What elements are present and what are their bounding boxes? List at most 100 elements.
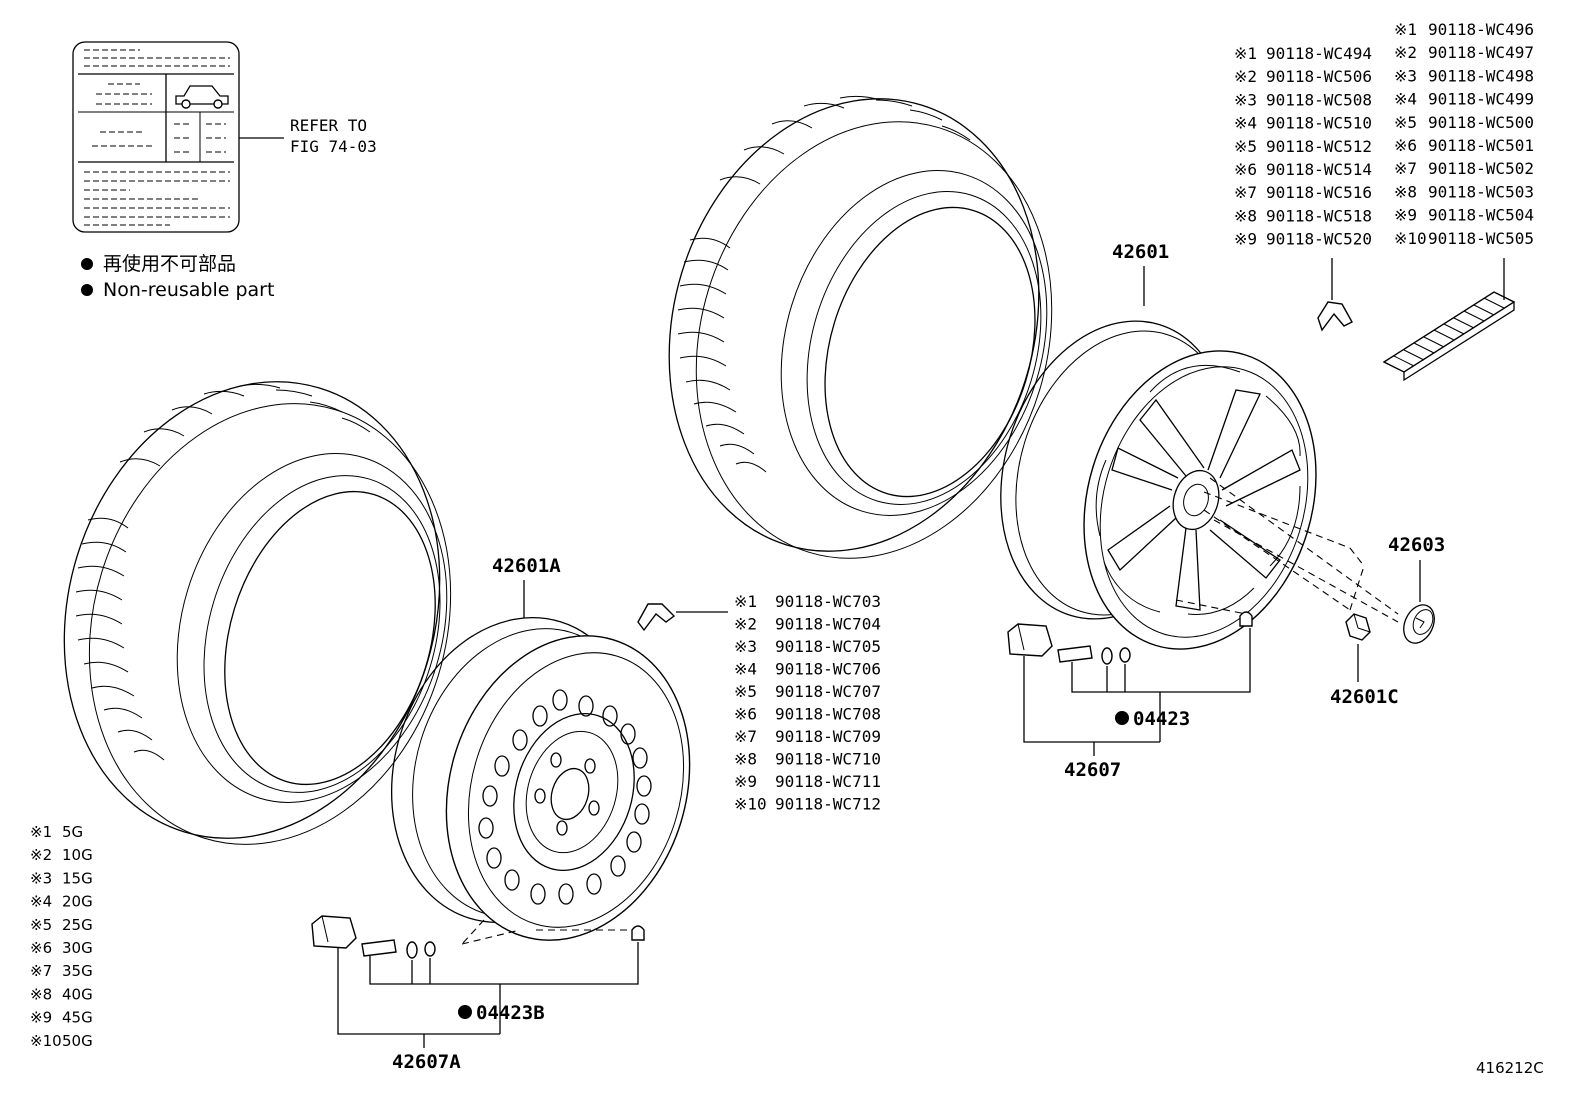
weight-part-number: 90118-WC706 [775, 660, 881, 679]
weight-part-number: 90118-WC710 [775, 750, 881, 769]
weight-part-number: 90118-WC711 [775, 772, 881, 791]
adhesive-balance-weight-strip [1382, 291, 1516, 382]
tire-pressure-sensor-right [1007, 623, 1053, 657]
weight-grams: 50G [62, 1032, 93, 1050]
weight-mark: ※6 [30, 939, 52, 957]
weight-mark: ※9 [1234, 230, 1257, 249]
weight-part-number: 90118-WC501 [1428, 136, 1534, 155]
valve-stem-left [361, 925, 645, 959]
weight-mark: ※6 [1394, 136, 1417, 155]
weight-mark: ※9 [1394, 206, 1417, 225]
part-42607-label: 42607 [1064, 759, 1121, 781]
assembly-guide-lines [461, 477, 1399, 945]
weight-mark: ※4 [30, 893, 52, 911]
weight-mark: ※2 [30, 846, 52, 864]
weight-mark: ※1 [30, 823, 52, 841]
non-reusable-bullet-icon [1115, 711, 1129, 725]
weight-part-number: 90118-WC516 [1266, 183, 1372, 202]
weight-mark: ※5 [1394, 113, 1417, 132]
weight-grams: 5G [62, 823, 83, 841]
weight-part-number: 90118-WC500 [1428, 113, 1534, 132]
weight-mark: ※1 [1394, 20, 1417, 39]
tire-lower [63, 381, 452, 845]
weight-part-number: 90118-WC505 [1428, 229, 1534, 248]
weight-part-number: 90118-WC703 [775, 592, 881, 611]
weight-mark: ※9 [30, 1009, 52, 1027]
weight-part-number: 90118-WC497 [1428, 43, 1534, 62]
figure-id: 416212C [1476, 1059, 1544, 1077]
weight-mark: ※7 [1394, 159, 1417, 178]
weight-part-number: 90118-WC520 [1266, 230, 1372, 249]
weight-part-number: 90118-WC506 [1266, 67, 1372, 86]
part-42607a-label: 42607A [392, 1051, 461, 1073]
non-reusable-bullet-icon [458, 1005, 472, 1019]
weight-part-number: 90118-WC712 [775, 795, 881, 814]
weight-part-number: 90118-WC518 [1266, 206, 1372, 225]
weight-mark: ※10 [1394, 229, 1427, 248]
weight-mark: ※3 [30, 869, 52, 887]
non-reusable-bullet-icon [81, 284, 93, 296]
weight-part-number: 90118-WC508 [1266, 90, 1372, 109]
lug-nut [1345, 613, 1371, 641]
weight-mark: ※8 [1394, 182, 1417, 201]
part-42601c-label: 42601C [1330, 686, 1399, 708]
weight-part-number: 90118-WC707 [775, 682, 881, 701]
weight-part-number: 90118-WC494 [1266, 44, 1372, 63]
weight-part-number: 90118-WC503 [1428, 182, 1534, 201]
legend-jp: 再使用不可部品 [103, 253, 236, 275]
weight-part-number: 90118-WC512 [1266, 137, 1372, 156]
weight-part-number: 90118-WC709 [775, 727, 881, 746]
weight-part-number: 90118-WC504 [1428, 206, 1534, 225]
tire-label-illustration [72, 41, 284, 233]
hub-cap [1403, 604, 1435, 644]
weight-mark: ※4 [1234, 114, 1257, 133]
weight-mark: ※1 [1234, 44, 1257, 63]
weight-mark: ※8 [734, 750, 757, 769]
tire-pressure-sensor-left [311, 915, 357, 949]
clip-balance-weight-lower [637, 603, 676, 632]
weight-grams: 35G [62, 962, 93, 980]
weight-mark: ※9 [734, 772, 757, 791]
non-reusable-bullet-icon [81, 258, 93, 270]
weight-grams: 10G [62, 846, 93, 864]
car-icon [175, 85, 229, 109]
weight-mark: ※4 [1394, 90, 1417, 109]
weight-mark: ※2 [734, 615, 757, 634]
refer-to-label: REFER TO [290, 116, 367, 135]
weight-grams: 25G [62, 916, 93, 934]
weight-mark: ※5 [1234, 137, 1257, 156]
weight-part-number: 90118-WC510 [1266, 114, 1372, 133]
weight-mark: ※6 [1234, 160, 1257, 179]
weight-mark: ※7 [1234, 183, 1257, 202]
weight-mark: ※3 [734, 637, 757, 656]
weight-mark: ※3 [1394, 66, 1417, 85]
weight-mark: ※5 [734, 682, 757, 701]
alloy-wheel [1000, 320, 1317, 650]
weight-grams: 45G [62, 1009, 93, 1027]
part-04423b-label: 04423B [476, 1002, 545, 1024]
weight-mark: ※1 [734, 592, 757, 611]
clip-balance-weight-upper [1317, 301, 1353, 332]
weight-part-number: 90118-WC498 [1428, 66, 1534, 85]
weight-mark: ※10 [734, 795, 767, 814]
weight-part-number: 90118-WC705 [775, 637, 881, 656]
tire-upper [668, 95, 1053, 559]
refer-fig-label: FIG 74-03 [290, 137, 377, 156]
weight-mark: ※2 [1394, 43, 1417, 62]
legend-en: Non-reusable part [103, 279, 274, 301]
weight-grams: 40G [62, 985, 93, 1003]
weight-mark: ※4 [734, 660, 757, 679]
weight-mark: ※8 [30, 985, 52, 1003]
weight-mark: ※6 [734, 705, 757, 724]
steel-wheel [390, 617, 691, 941]
weight-part-number: 90118-WC502 [1428, 159, 1534, 178]
part-42601a-label: 42601A [492, 555, 561, 577]
part-04423-label: 04423 [1133, 708, 1190, 730]
weight-grams: 15G [62, 869, 93, 887]
weight-mark: ※10 [30, 1032, 62, 1050]
weight-part-number: 90118-WC499 [1428, 90, 1534, 109]
